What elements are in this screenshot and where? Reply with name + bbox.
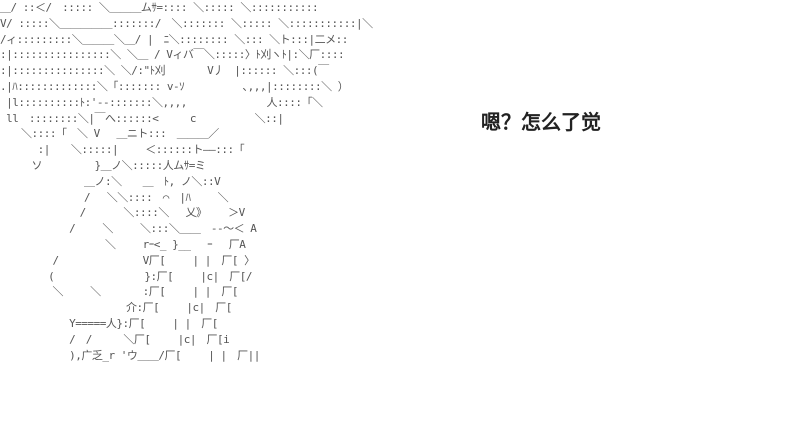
- ascii-art-illustration: ＿/ ::＜/ ::::: ＼＿＿＿ムｻ=:::: ＼::::: ＼::::::…: [0, 1, 373, 362]
- dialogue-text: 嗯？怎么了觉: [481, 110, 601, 134]
